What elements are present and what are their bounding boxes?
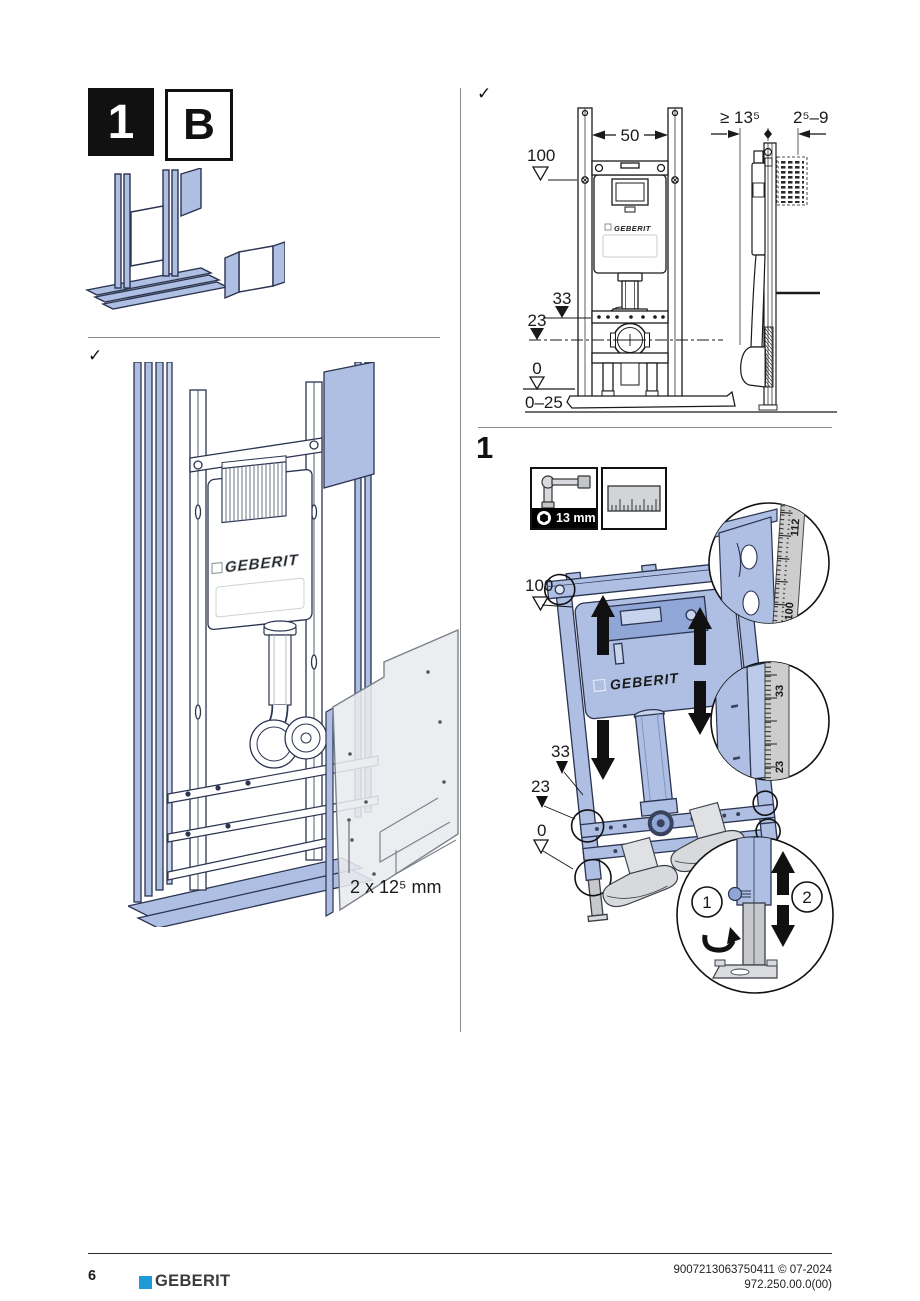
locking-bolt	[727, 886, 743, 902]
frame-installed-drawing: GEBERIT	[128, 362, 459, 927]
action-2-label: 2	[802, 888, 811, 907]
drywall-panel	[325, 628, 459, 918]
left-section-divider	[88, 337, 440, 338]
cistern: GEBERIT	[207, 455, 313, 631]
cistern-brand-label: GEBERIT	[609, 670, 680, 693]
hex-socket-icon	[537, 511, 551, 525]
tape-33-label: 33	[774, 685, 786, 697]
detail-circle-middle: 33 23	[710, 661, 830, 781]
installer-boots	[602, 801, 747, 908]
dim-0-label: 0	[537, 821, 546, 840]
brand-square-icon	[592, 678, 607, 693]
brand-logo-word: GEBERIT	[155, 1272, 231, 1290]
checkmark-icon: ✓	[477, 84, 492, 103]
foot-adjust-arrows	[771, 851, 795, 947]
right-section-divider	[478, 427, 832, 428]
dim-width-label: 50	[621, 126, 640, 145]
dim-0-label: 0	[532, 359, 541, 378]
level-labels: 100 33 23 0	[525, 576, 584, 870]
dim-23-label: 23	[528, 311, 547, 330]
dim-100-label: 100	[525, 576, 553, 595]
level-markers: 100 33 23 0 0–25	[523, 146, 723, 412]
kit-base-rails	[85, 267, 230, 310]
brand-logo-square-icon	[139, 1276, 152, 1289]
document-id: 9007213063750411 © 07-2024	[673, 1264, 832, 1276]
dim-23-label: 23	[531, 777, 550, 796]
kit-studs	[114, 168, 202, 289]
detail-circle-foot: 1 2	[676, 836, 834, 994]
action-1-label: 1	[702, 893, 711, 912]
ruler-icon	[607, 485, 661, 512]
step-badge: 1	[88, 88, 154, 156]
dim-depth-range-label: 2⁵–9	[793, 108, 828, 127]
brand-square-icon	[211, 561, 223, 575]
dim-33-label: 33	[553, 289, 572, 308]
dim-33-label: 33	[551, 742, 570, 761]
frame-kit-drawing	[85, 168, 285, 310]
wrench-size-label: 13 mm	[556, 511, 596, 525]
front-view-brand-label: GEBERIT	[614, 224, 652, 233]
document-code: 972.250.00.0(00)	[744, 1278, 832, 1291]
column-divider	[460, 88, 461, 1032]
flush-pipe	[249, 620, 328, 769]
tape-100-label: 100	[783, 602, 796, 621]
panel-screws	[347, 670, 446, 876]
dimension-views-drawing: GEBERIT 50 100 33 23 0 0–25	[523, 107, 837, 413]
step1-diagram: GEBERIT	[525, 502, 834, 994]
dim-width-50: 50	[592, 126, 668, 145]
tool-ruler-box	[601, 467, 667, 530]
front-view	[525, 107, 837, 413]
depth-dimensions: ≥ 13⁵ 2⁵–9	[711, 108, 828, 345]
tool-wrench-box: 13 mm	[530, 467, 598, 530]
dim-depth-min-label: ≥ 13⁵	[720, 108, 760, 127]
page-number: 6	[88, 1268, 97, 1284]
brand-logo: GEBERIT	[139, 1272, 230, 1291]
checkmark-icon: ✓	[88, 346, 103, 365]
detail-circle-top: 112 100	[708, 502, 830, 624]
step-heading: 1	[476, 430, 494, 465]
action-2-badge	[791, 881, 823, 913]
tape-23-label: 23	[774, 761, 786, 773]
height-adjust-arrows	[591, 595, 712, 780]
kit-bracket	[224, 241, 285, 300]
document-info: 9007213063750411 © 07-2024 972.250.00.0(…	[673, 1263, 832, 1293]
tape-112-label: 112	[789, 518, 802, 537]
dim-100-label: 100	[527, 146, 555, 165]
action-1-badge	[691, 886, 723, 918]
dim-floor-range-label: 0–25	[525, 393, 563, 412]
footer-rule	[88, 1253, 832, 1254]
side-view	[740, 142, 820, 411]
panel-thickness-label: 2 x 12⁵ mm	[350, 877, 442, 897]
variant-badge: B	[165, 89, 233, 161]
wrench-size-bar: 13 mm	[532, 508, 596, 528]
measuring-tape: 33 23	[764, 662, 790, 780]
rotate-arrow	[702, 934, 736, 953]
measuring-tape: 112 100	[772, 503, 807, 623]
